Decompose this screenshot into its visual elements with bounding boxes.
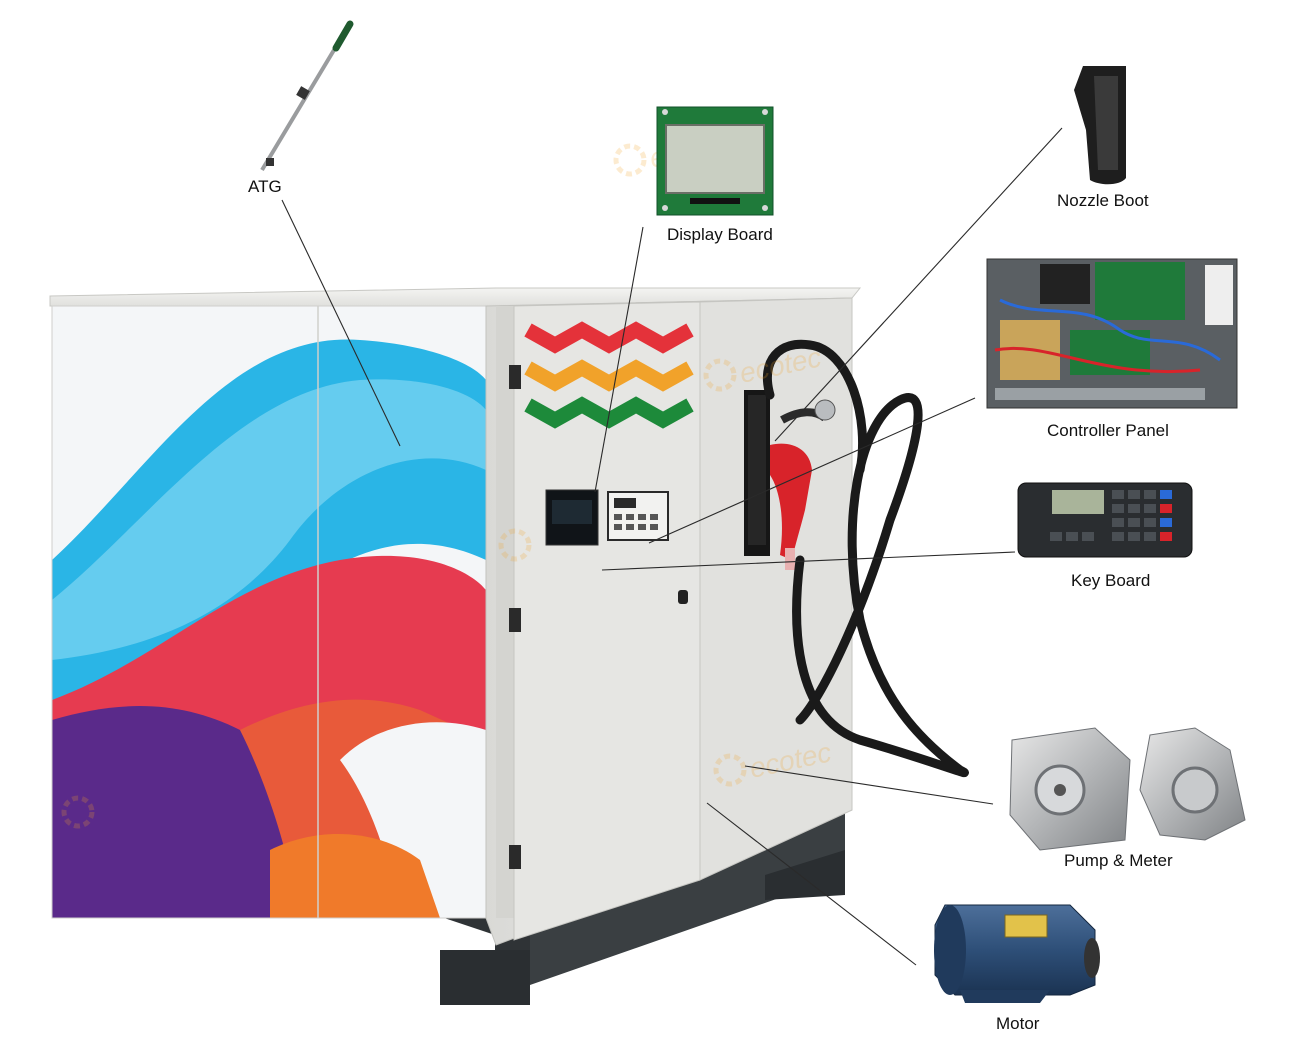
- motor-part: [934, 904, 1100, 1003]
- key-board-part: [1017, 482, 1193, 558]
- label-pump-meter: Pump & Meter: [1064, 851, 1173, 870]
- side-panel-graphic: [52, 306, 486, 918]
- controller-panel-part: [986, 258, 1238, 409]
- label-atg: ATG: [248, 177, 282, 196]
- label-key-board: Key Board: [1071, 571, 1151, 590]
- leader-lines: [281, 127, 1063, 966]
- nozzle-boot-part: [1074, 66, 1126, 185]
- label-controller-panel: Controller Panel: [1047, 421, 1169, 440]
- atg-probe: [260, 20, 354, 172]
- fuel-hose: [762, 339, 969, 778]
- label-nozzle-boot: Nozzle Boot: [1057, 191, 1149, 210]
- display-board-pcb: [656, 106, 774, 216]
- chevron-stripes: [524, 321, 694, 429]
- label-display-board: Display Board: [667, 225, 773, 244]
- nozzle-on-cabinet: [770, 399, 836, 570]
- nozzle-holder: [744, 390, 770, 556]
- pump-meter-part: [1009, 727, 1246, 851]
- label-motor: Motor: [996, 1014, 1040, 1033]
